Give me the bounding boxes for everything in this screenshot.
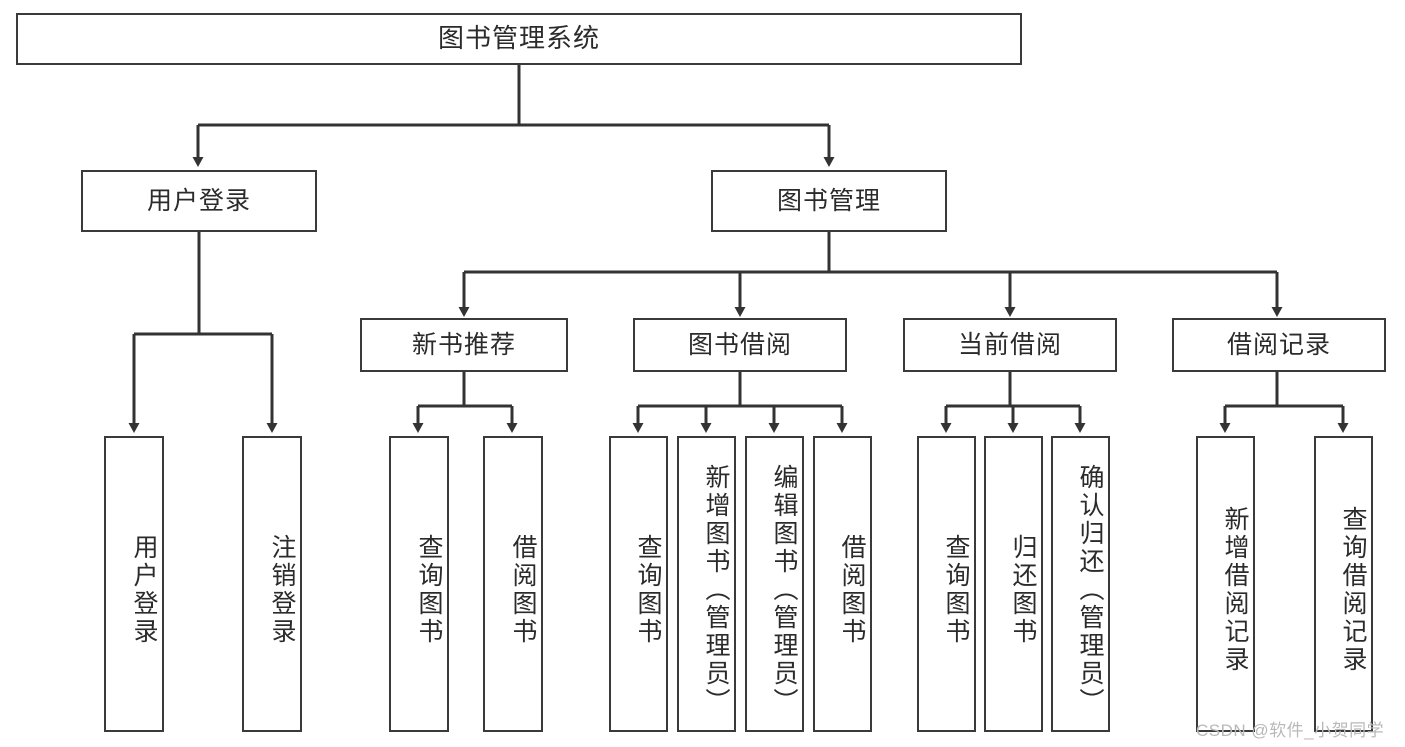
leaf-return-books[interactable]: 归还图书 <box>984 436 1043 732</box>
leaf-add-borrow-record[interactable]: 新增借阅记录 <box>1196 436 1255 732</box>
leaf-confirm-return-admin[interactable]: 确认归还（管理员） <box>1051 436 1110 732</box>
leaf-add-book-admin-label: 新增图书（管理员） <box>702 464 730 716</box>
leaf-borrow-books-label: 借阅图书 <box>838 534 866 646</box>
csdn-watermark: CSDN @软件_小贺同学 <box>1196 721 1385 740</box>
node-book-management[interactable]: 图书管理 <box>711 170 947 232</box>
root-node-book-management-system[interactable]: 图书管理系统 <box>16 13 1022 65</box>
leaf-query-borrow-record[interactable]: 查询借阅记录 <box>1314 436 1373 732</box>
leaf-add-borrow-record-label: 新增借阅记录 <box>1221 506 1249 674</box>
node-new-book-recommendation-label: 新书推荐 <box>411 331 516 359</box>
leaf-current-query-books-label: 查询图书 <box>942 534 970 646</box>
leaf-new-book-query-books[interactable]: 查询图书 <box>389 436 449 732</box>
node-user-login-label: 用户登录 <box>146 187 251 215</box>
leaf-user-login-label: 用户登录 <box>130 534 158 646</box>
leaf-logout-label: 注销登录 <box>268 534 296 646</box>
leaf-add-book-admin[interactable]: 新增图书（管理员） <box>677 436 736 732</box>
leaf-edit-book-admin-label: 编辑图书（管理员） <box>770 464 798 716</box>
leaf-new-book-borrow-books-label: 借阅图书 <box>509 534 537 646</box>
leaf-new-book-borrow-books[interactable]: 借阅图书 <box>483 436 543 732</box>
root-node-label: 图书管理系统 <box>437 23 600 54</box>
node-current-borrowing-label: 当前借阅 <box>957 331 1062 359</box>
node-borrow-records-label: 借阅记录 <box>1226 331 1331 359</box>
node-book-management-label: 图书管理 <box>776 187 881 215</box>
node-book-borrowing-label: 图书借阅 <box>687 331 792 359</box>
node-new-book-recommendation[interactable]: 新书推荐 <box>360 318 568 372</box>
leaf-query-borrow-record-label: 查询借阅记录 <box>1339 506 1367 674</box>
leaf-borrow-query-books[interactable]: 查询图书 <box>609 436 668 732</box>
node-borrow-records[interactable]: 借阅记录 <box>1172 318 1386 372</box>
leaf-confirm-return-admin-label: 确认归还（管理员） <box>1076 464 1104 716</box>
node-book-borrowing[interactable]: 图书借阅 <box>633 318 847 372</box>
leaf-user-login[interactable]: 用户登录 <box>104 436 164 732</box>
node-user-login[interactable]: 用户登录 <box>81 170 317 232</box>
leaf-return-books-label: 归还图书 <box>1009 534 1037 646</box>
leaf-new-book-query-books-label: 查询图书 <box>415 534 443 646</box>
leaf-logout[interactable]: 注销登录 <box>242 436 302 732</box>
leaf-current-query-books[interactable]: 查询图书 <box>917 436 976 732</box>
leaf-borrow-query-books-label: 查询图书 <box>634 534 662 646</box>
leaf-borrow-books[interactable]: 借阅图书 <box>813 436 872 732</box>
node-current-borrowing[interactable]: 当前借阅 <box>903 318 1117 372</box>
leaf-edit-book-admin[interactable]: 编辑图书（管理员） <box>745 436 804 732</box>
